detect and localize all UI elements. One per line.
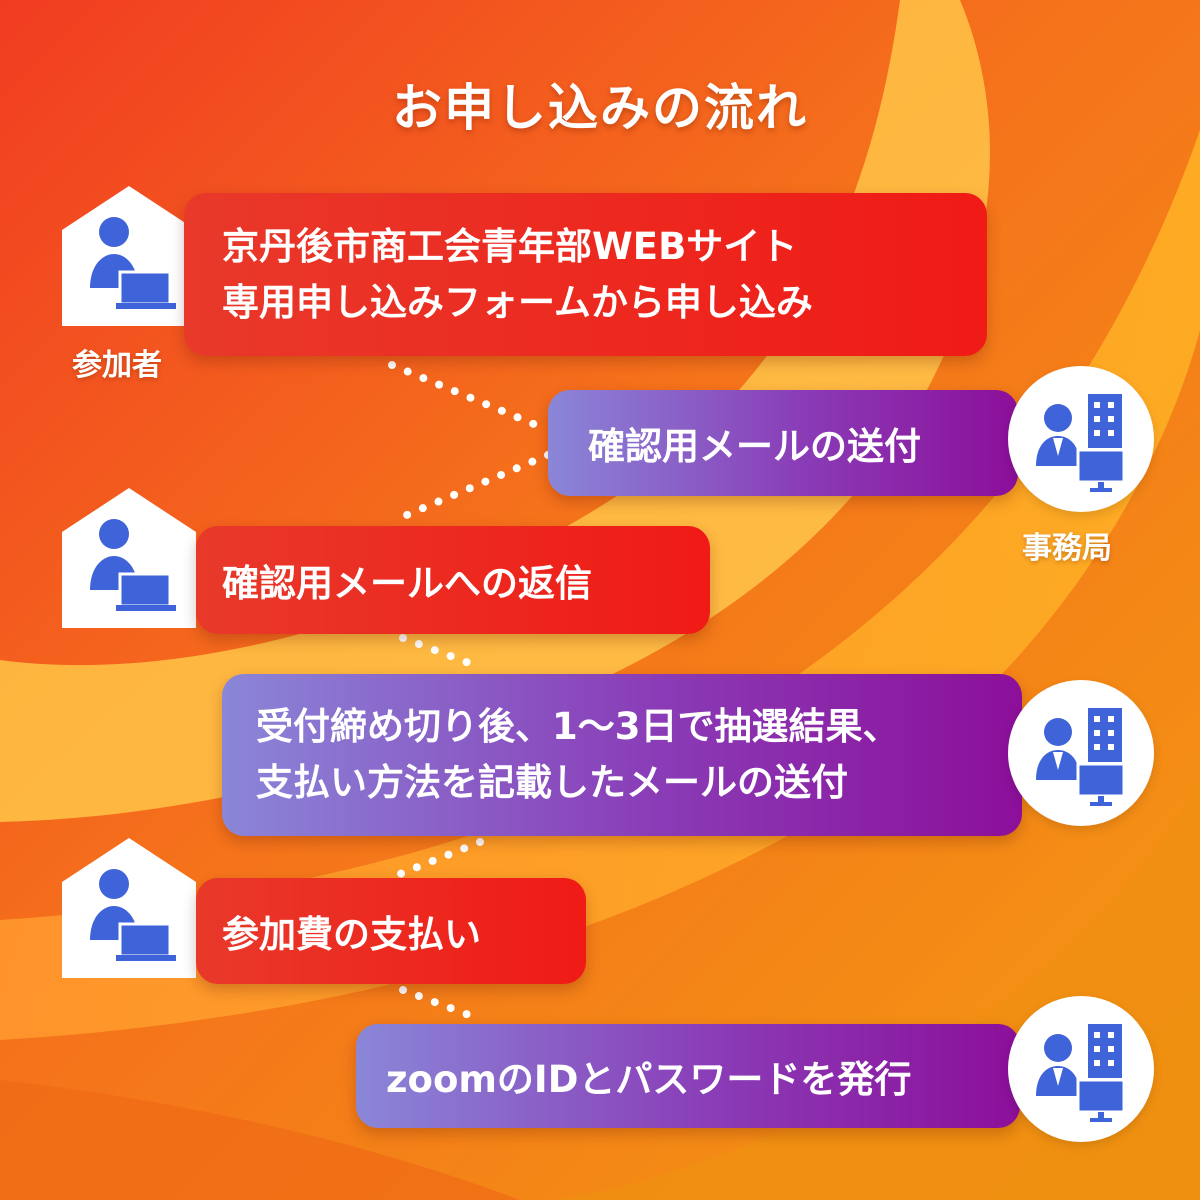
step-1-line-2: 専用申し込みフォームから申し込み [222,280,813,324]
step-2-box: 確認用メールの送付 [548,390,1018,496]
participant-icon [62,838,196,978]
step-6-box: zoomのIDとパスワードを発行 [356,1024,1020,1128]
step-5-box: 参加費の支払い [196,878,586,984]
page-title: お申し込みの流れ [392,79,808,137]
step-2-line-1: 確認用メールの送付 [588,425,921,468]
step-3-line-1: 確認用メールへの返信 [222,562,592,605]
connector-4-5 [396,838,484,878]
office-label: 事務局 [1022,531,1112,566]
step-1-line-1: 京丹後市商工会青年部WEBサイト [222,224,798,268]
connector-2-3 [391,451,552,524]
step-1-box: 京丹後市商工会青年部WEBサイト 専用申し込みフォームから申し込み [184,193,987,356]
connector-5-6 [399,986,486,1024]
participant-icon [62,488,196,628]
participant-icon [62,186,196,326]
step-3-box: 確認用メールへの返信 [196,526,710,634]
step-5-line-1: 参加費の支払い [222,913,481,956]
step-6-line-1: zoomのIDとパスワードを発行 [386,1058,912,1101]
connector-1-2 [388,361,552,434]
step-4-line-2: 支払い方法を記載したメールの送付 [256,761,848,804]
step-4-line-1: 受付締め切り後、1～3日で抽選結果、 [256,705,900,748]
connector-3-4 [399,634,486,672]
office-icon [1008,366,1154,512]
step-4-box: 受付締め切り後、1～3日で抽選結果、 支払い方法を記載したメールの送付 [222,674,1022,836]
office-icon [1008,680,1154,826]
office-icon [1008,996,1154,1142]
participant-label: 参加者 [72,348,162,383]
